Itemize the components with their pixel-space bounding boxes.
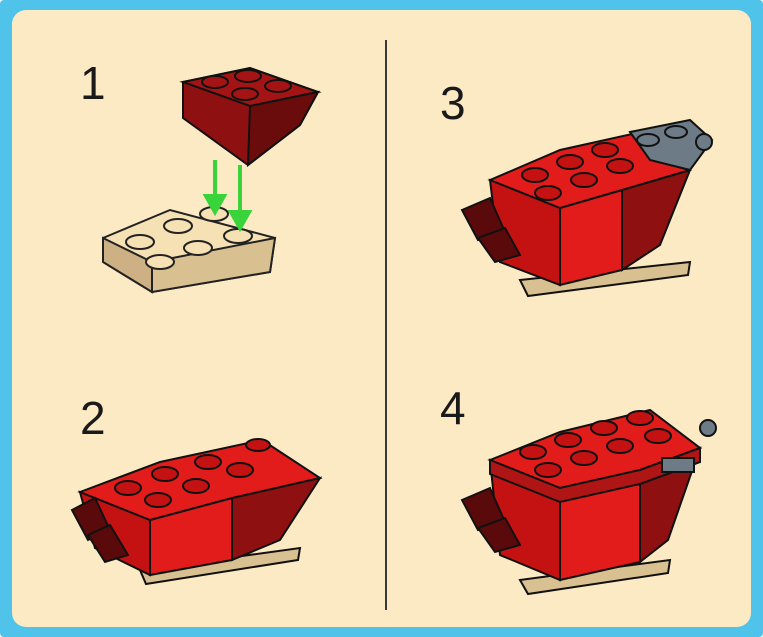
step-1-illustration	[103, 68, 318, 292]
step-4-illustration	[462, 410, 716, 594]
step-3-illustration	[462, 120, 712, 296]
slope-brick	[183, 68, 318, 165]
tan-plate	[103, 207, 275, 292]
step-2-illustration	[72, 439, 320, 584]
